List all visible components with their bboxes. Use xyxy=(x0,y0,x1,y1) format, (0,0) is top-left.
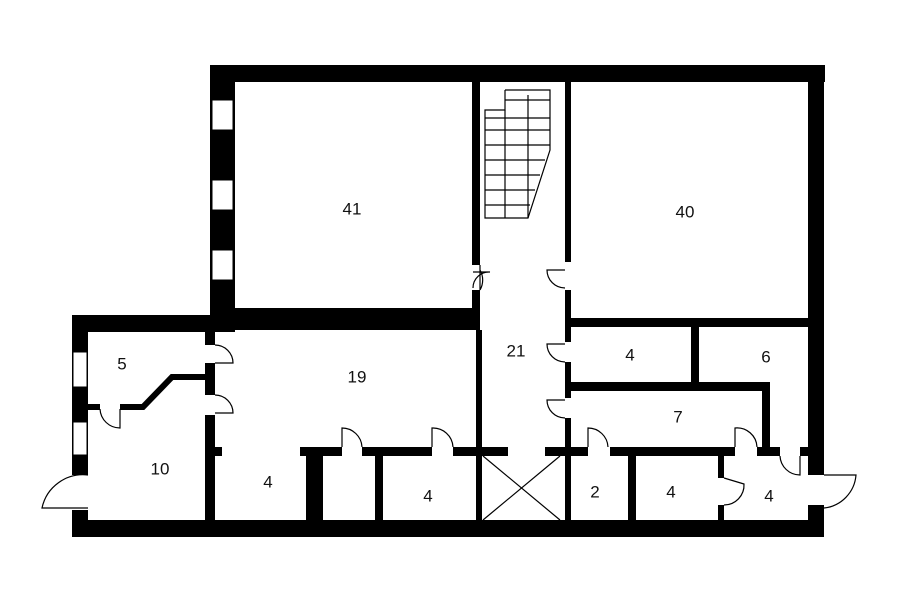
room-label: 6 xyxy=(761,347,770,366)
room-labels: 41 40 21 4 6 5 19 7 10 4 4 2 4 4 xyxy=(117,199,773,505)
room-label: 7 xyxy=(673,407,682,426)
room-label: 41 xyxy=(343,199,362,218)
room-label: 4 xyxy=(666,482,675,501)
room-label: 19 xyxy=(348,367,367,386)
doors xyxy=(41,265,857,509)
room-label: 4 xyxy=(625,345,634,364)
shaft xyxy=(482,455,561,521)
room-label: 21 xyxy=(507,341,526,360)
room-label: 10 xyxy=(151,459,170,478)
room-label: 4 xyxy=(263,472,272,491)
room-label: 2 xyxy=(590,482,599,501)
walls xyxy=(72,65,825,537)
room-label: 40 xyxy=(676,202,695,221)
room-label: 5 xyxy=(117,354,126,373)
windows xyxy=(72,99,234,456)
room-label: 4 xyxy=(764,486,773,505)
room-label: 4 xyxy=(423,486,432,505)
stairs xyxy=(484,89,551,219)
